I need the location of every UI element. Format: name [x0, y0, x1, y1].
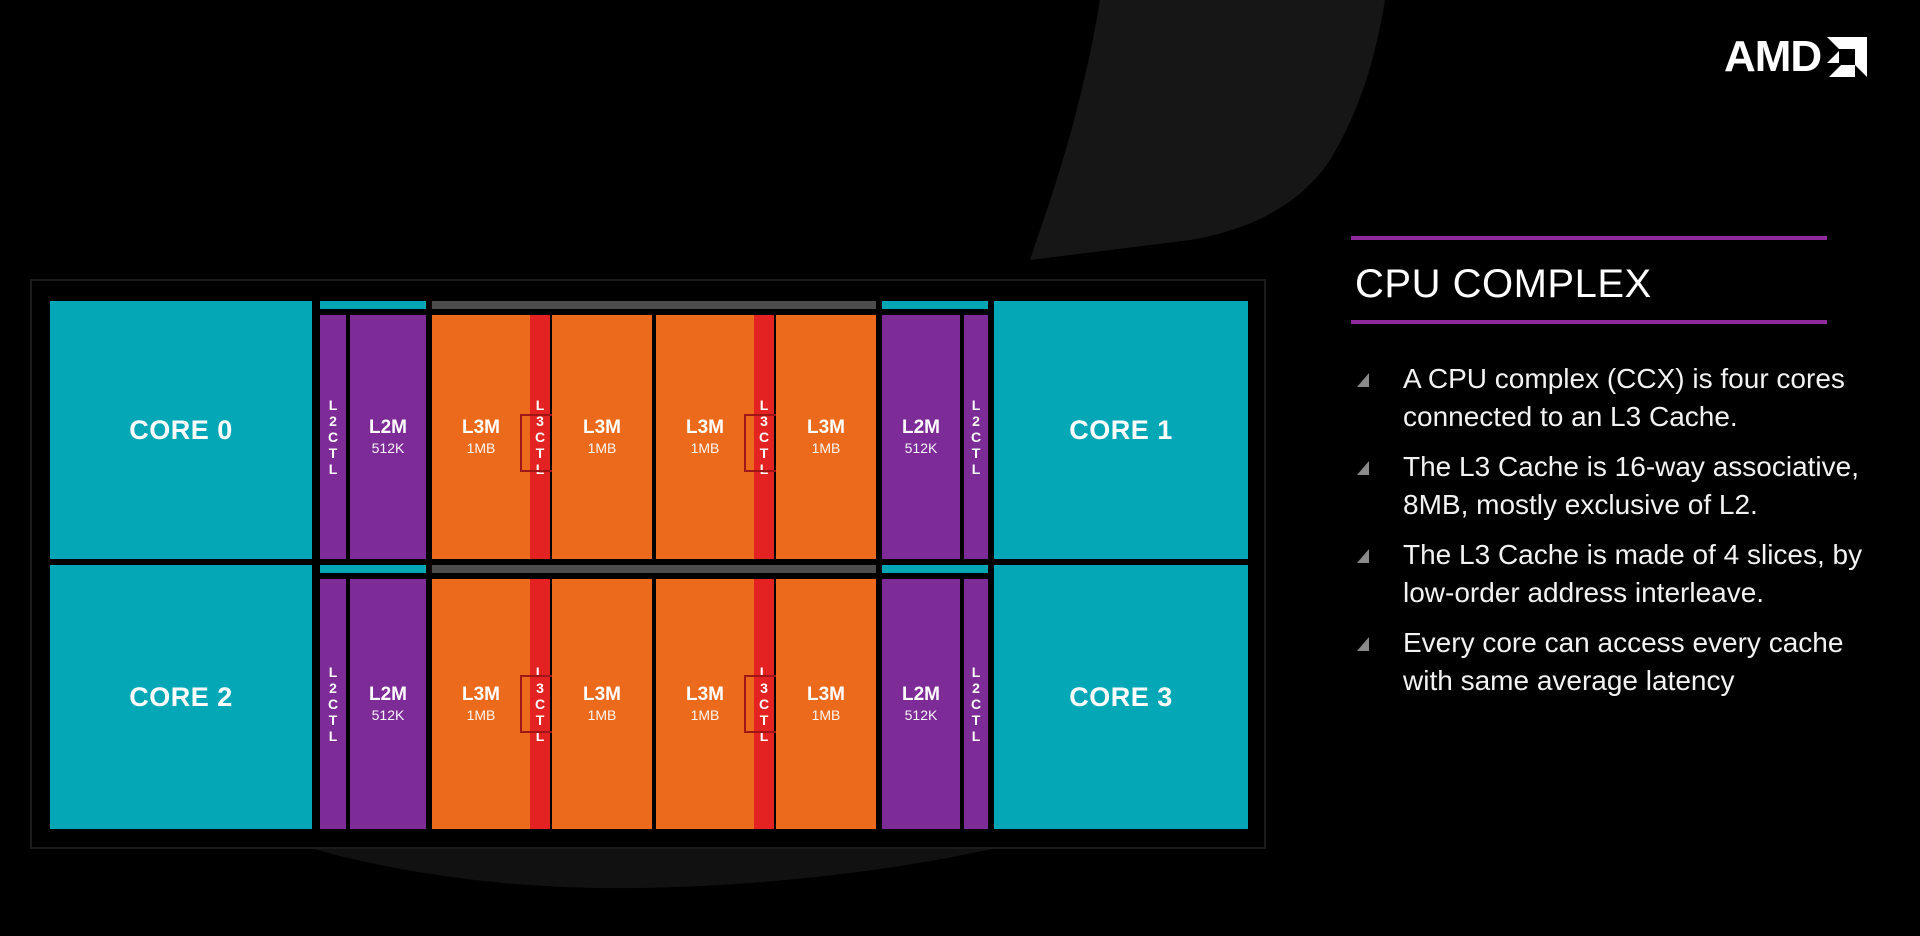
- l3-name: L3M: [583, 417, 621, 438]
- l3-name: L3M: [462, 417, 500, 438]
- l2-size: 512K: [371, 707, 405, 723]
- bullet-triangle-icon: [1357, 549, 1369, 563]
- l2-controller: L2CTL: [964, 579, 988, 829]
- l3-interconnect-strip: [432, 565, 876, 573]
- l3-slice-block: L3M 1MB: [432, 579, 530, 829]
- l3-size: 1MB: [466, 440, 496, 456]
- bullet-text: The L3 Cache is made of 4 slices, by low…: [1403, 539, 1863, 608]
- l3-size: 1MB: [587, 707, 617, 723]
- l3-interconnect-strip: [432, 301, 876, 309]
- ccx-diagram: CORE 0 L2CTL L2M 512K L3M 1MB L3CTL L3M …: [30, 279, 1266, 849]
- l3-size: 1MB: [690, 440, 720, 456]
- core-label: CORE 0: [129, 414, 233, 445]
- bullet-text: The L3 Cache is 16-way associative, 8MB,…: [1403, 451, 1859, 520]
- l2-interconnect-strip: [882, 301, 988, 309]
- bullet-item: Every core can access every cache with s…: [1355, 624, 1895, 700]
- core-3-block: CORE 3: [994, 565, 1248, 829]
- bullet-item: A CPU complex (CCX) is four cores connec…: [1355, 360, 1895, 436]
- bullet-item: The L3 Cache is made of 4 slices, by low…: [1355, 536, 1895, 612]
- bullet-text: Every core can access every cache with s…: [1403, 627, 1844, 696]
- l3-controller: L3CTL: [530, 579, 550, 829]
- title-rule-bottom: [1351, 320, 1827, 324]
- amd-logo: AMD: [1724, 34, 1890, 80]
- amd-arrow-icon: [1827, 37, 1868, 77]
- l2-interconnect-strip: [320, 565, 426, 573]
- l2-controller-label: L2CTL: [328, 397, 339, 477]
- l3-slice-block: L3M 1MB: [552, 315, 652, 559]
- l2-name: L2M: [902, 684, 940, 705]
- l3-controller: L3CTL: [754, 579, 774, 829]
- l3-slice-block: L3M 1MB: [656, 315, 754, 559]
- l2-size: 512K: [904, 707, 938, 723]
- l3-slice-block: L3M 1MB: [776, 315, 876, 559]
- l2-name: L2M: [369, 684, 407, 705]
- l2-cache-block: L2M 512K: [882, 579, 960, 829]
- l3-name: L3M: [686, 684, 724, 705]
- core-0-block: CORE 0: [50, 301, 312, 559]
- l3-slice-block: L3M 1MB: [776, 579, 876, 829]
- l3-name: L3M: [807, 684, 845, 705]
- l3-controller: L3CTL: [530, 315, 550, 559]
- l3-name: L3M: [462, 684, 500, 705]
- l3-size: 1MB: [466, 707, 496, 723]
- l2-size: 512K: [371, 440, 405, 456]
- bullet-triangle-icon: [1357, 637, 1369, 651]
- l2-controller: L2CTL: [964, 315, 988, 559]
- l2-controller-label: L2CTL: [971, 397, 982, 477]
- bullet-triangle-icon: [1357, 461, 1369, 475]
- l3-size: 1MB: [811, 707, 841, 723]
- bullet-item: The L3 Cache is 16-way associative, 8MB,…: [1355, 448, 1895, 524]
- l3-name: L3M: [807, 417, 845, 438]
- core-1-block: CORE 1: [994, 301, 1248, 559]
- l3-controller-label: L3CTL: [535, 664, 546, 744]
- bullet-list: A CPU complex (CCX) is four cores connec…: [1355, 360, 1895, 712]
- bullet-text: A CPU complex (CCX) is four cores connec…: [1403, 363, 1845, 432]
- l3-name: L3M: [583, 684, 621, 705]
- l2-controller: L2CTL: [320, 579, 346, 829]
- core-label: CORE 1: [1069, 414, 1173, 445]
- l2-cache-block: L2M 512K: [350, 579, 426, 829]
- logo-text: AMD: [1724, 32, 1822, 81]
- l3-name: L3M: [686, 417, 724, 438]
- l3-controller-label: L3CTL: [535, 397, 546, 477]
- l3-slice-block: L3M 1MB: [432, 315, 530, 559]
- panel-title: CPU COMPLEX: [1355, 262, 1652, 306]
- l2-cache-block: L2M 512K: [882, 315, 960, 559]
- l2-name: L2M: [369, 417, 407, 438]
- l2-controller: L2CTL: [320, 315, 346, 559]
- l3-controller: L3CTL: [754, 315, 774, 559]
- bullet-triangle-icon: [1357, 373, 1369, 387]
- l3-controller-label: L3CTL: [759, 664, 770, 744]
- l3-size: 1MB: [811, 440, 841, 456]
- l2-interconnect-strip: [882, 565, 988, 573]
- l2-interconnect-strip: [320, 301, 426, 309]
- l3-size: 1MB: [587, 440, 617, 456]
- l3-controller-label: L3CTL: [759, 397, 770, 477]
- title-rule-top: [1351, 236, 1827, 240]
- l2-controller-label: L2CTL: [328, 664, 339, 744]
- l2-controller-label: L2CTL: [971, 664, 982, 744]
- l2-name: L2M: [902, 417, 940, 438]
- l3-size: 1MB: [690, 707, 720, 723]
- l2-size: 512K: [904, 440, 938, 456]
- l3-slice-block: L3M 1MB: [552, 579, 652, 829]
- core-label: CORE 3: [1069, 681, 1173, 712]
- core-label: CORE 2: [129, 681, 233, 712]
- l2-cache-block: L2M 512K: [350, 315, 426, 559]
- core-2-block: CORE 2: [50, 565, 312, 829]
- l3-slice-block: L3M 1MB: [656, 579, 754, 829]
